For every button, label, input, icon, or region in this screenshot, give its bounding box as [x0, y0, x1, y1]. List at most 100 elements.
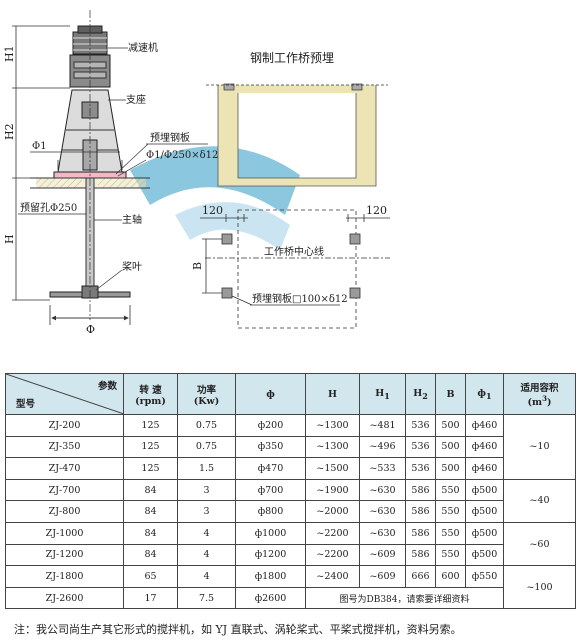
header-corner-cell: 参数 型号	[5, 373, 124, 415]
b-label: B	[191, 262, 204, 270]
cell-note: 图号为DB384，请索要详细资料	[305, 586, 504, 610]
cell-h1: ~609	[359, 543, 406, 567]
embedded-plate-label: 预埋钢板	[150, 131, 190, 144]
cell-power: 3	[177, 478, 236, 502]
cell-model: ZJ-470	[5, 457, 124, 480]
cell-speed: 84	[123, 543, 178, 567]
header-phi1: ф1	[465, 373, 504, 415]
table-row: ZJ-470 125 1.5 ф470 ~1500 ~533 536 500 ф…	[5, 457, 576, 480]
reducer-label: 减速机	[128, 41, 158, 54]
cell-model: ZJ-1200	[5, 543, 124, 567]
table-header-row: 参数 型号 转 速(rpm) 功率(Kw) ф H H1 H2 B ф1 适用容…	[5, 373, 576, 415]
cell-model: ZJ-800	[5, 500, 124, 523]
spec-table: 参数 型号 转 速(rpm) 功率(Kw) ф H H1 H2 B ф1 适用容…	[5, 373, 576, 610]
footnote: 注：我公司尚生产其它形式的搅拌机，如 YJ 直联式、涡轮桨式、平桨式搅拌机，资料…	[14, 623, 462, 636]
reserved-hole-label: 预留孔Φ250	[20, 201, 77, 214]
cell-h1: ~481	[359, 414, 406, 437]
cell-power: 4	[177, 543, 236, 567]
cell-speed: 84	[123, 478, 178, 502]
header-power: 功率(Kw)	[177, 373, 236, 415]
cell-phi1: ф500	[465, 478, 504, 502]
h-label: H	[3, 234, 16, 244]
cell-h1: ~630	[359, 521, 406, 545]
cell-phi: ф1800	[235, 565, 306, 588]
cell-volume: ~40	[503, 478, 576, 523]
cell-power: 3	[177, 500, 236, 523]
cell-h: ~1300	[305, 435, 360, 459]
header-model: 型号	[16, 399, 36, 410]
table-row: ZJ-2600 17 7.5 ф2600 图号为DB384，请索要详细资料	[5, 586, 576, 610]
plate-spec-label: 预埋钢板□100×δ12	[252, 292, 348, 305]
main-shaft-label: 主轴	[122, 213, 142, 226]
cell-model: ZJ-2600	[5, 586, 124, 610]
cell-power: 7.5	[177, 586, 236, 610]
cell-h: ~2000	[305, 500, 360, 523]
cell-phi1: ф500	[465, 500, 504, 523]
cell-power: 4	[177, 521, 236, 545]
table-row: ZJ-800 84 3 ф800 ~2000 ~630 586 550 ф500	[5, 500, 576, 523]
h2-label: H2	[3, 123, 16, 140]
cell-h2: 586	[405, 500, 436, 523]
cell-h: ~1300	[305, 414, 360, 437]
cell-h2: 586	[405, 543, 436, 567]
cell-b: 600	[435, 565, 466, 588]
cell-b: 500	[435, 435, 466, 459]
cell-h: ~2400	[305, 565, 360, 588]
cell-b: 550	[435, 543, 466, 567]
cell-h1: ~630	[359, 500, 406, 523]
support-label: 支座	[126, 93, 146, 106]
table-row: ZJ-1000 84 4 ф1000 ~2200 ~630 586 550 ф5…	[5, 521, 576, 567]
cell-phi: ф1000	[235, 521, 306, 545]
cell-h1: ~609	[359, 565, 406, 588]
cell-phi1: ф460	[465, 414, 504, 437]
header-h2: H2	[405, 373, 436, 415]
cell-power: 4	[177, 565, 236, 588]
cell-h2: 666	[405, 565, 436, 588]
bridge-plan	[200, 209, 390, 329]
table-row: ZJ-350 125 0.75 ф350 ~1300 ~496 536 500 …	[5, 435, 576, 459]
cell-b: 500	[435, 414, 466, 437]
cell-h: ~1900	[305, 478, 360, 502]
dimension-lines	[12, 25, 131, 325]
cell-power: 0.75	[177, 414, 236, 437]
dim-left-120: 120	[202, 204, 223, 217]
cell-h2: 536	[405, 414, 436, 437]
cell-speed: 65	[123, 565, 178, 588]
cell-h1: ~496	[359, 435, 406, 459]
phi-label: Φ	[86, 323, 95, 336]
watermark-graphic	[130, 146, 300, 250]
header-b: B	[435, 373, 466, 415]
cell-b: 550	[435, 478, 466, 502]
cell-volume: ~60	[503, 521, 576, 567]
cell-speed: 125	[123, 457, 178, 480]
cell-phi: ф200	[235, 414, 306, 437]
cell-speed: 84	[123, 521, 178, 545]
cell-h2: 586	[405, 478, 436, 502]
h1-label: H1	[3, 45, 16, 62]
cell-h1: ~533	[359, 457, 406, 480]
cell-h1: ~630	[359, 478, 406, 502]
agitator-elevation	[30, 10, 150, 320]
table-row: ZJ-200 125 0.75 ф200 ~1300 ~481 536 500 …	[5, 414, 576, 480]
table-row: ZJ-1200 84 4 ф1200 ~2200 ~609 586 550 ф5…	[5, 543, 576, 567]
technical-drawing: H1 H2 H Φ1 Φ 减速机 支座 预埋钢板 Φ1/Φ250×δ12 预留孔…	[3, 10, 390, 336]
cell-b: 500	[435, 457, 466, 480]
cell-speed: 125	[123, 414, 178, 437]
cell-power: 0.75	[177, 435, 236, 459]
table-row: ZJ-700 84 3 ф700 ~1900 ~630 586 550 ф500…	[5, 478, 576, 523]
header-phi: ф	[235, 373, 306, 415]
cell-power: 1.5	[177, 457, 236, 480]
cell-phi1: ф500	[465, 521, 504, 545]
cell-phi: ф800	[235, 500, 306, 523]
bridge-centerline-label: 工作桥中心线	[264, 245, 324, 258]
cell-model: ZJ-350	[5, 435, 124, 459]
cell-volume: ~100	[503, 565, 576, 610]
cell-phi1: ф460	[465, 435, 504, 459]
phi1-spec-label: Φ1/Φ250×δ12	[146, 150, 218, 161]
cell-speed: 125	[123, 435, 178, 459]
cell-phi1: ф500	[465, 543, 504, 567]
cell-phi1: ф550	[465, 565, 504, 588]
cell-h2: 536	[405, 435, 436, 459]
bridge-section	[206, 83, 388, 187]
dim-right-120: 120	[366, 204, 387, 217]
